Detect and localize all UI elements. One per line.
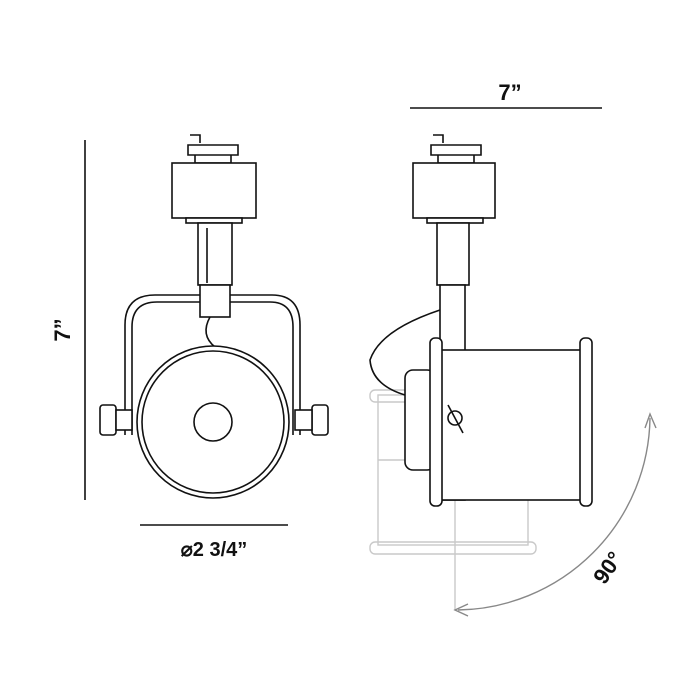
arrow-up-icon bbox=[644, 412, 657, 429]
side-view bbox=[369, 134, 593, 507]
height-dimension: 7” bbox=[50, 140, 86, 500]
height-label: 7” bbox=[50, 318, 75, 341]
tilt-label: 90° bbox=[588, 547, 628, 589]
tilt-arc bbox=[457, 417, 651, 611]
width-label: 7” bbox=[498, 80, 521, 105]
diameter-dimension: ⌀2 3/4” bbox=[140, 524, 288, 561]
width-dimension: 7” bbox=[410, 80, 602, 109]
arrow-left-icon bbox=[453, 603, 469, 617]
diameter-label: ⌀2 3/4” bbox=[181, 539, 248, 561]
front-view bbox=[99, 134, 329, 499]
